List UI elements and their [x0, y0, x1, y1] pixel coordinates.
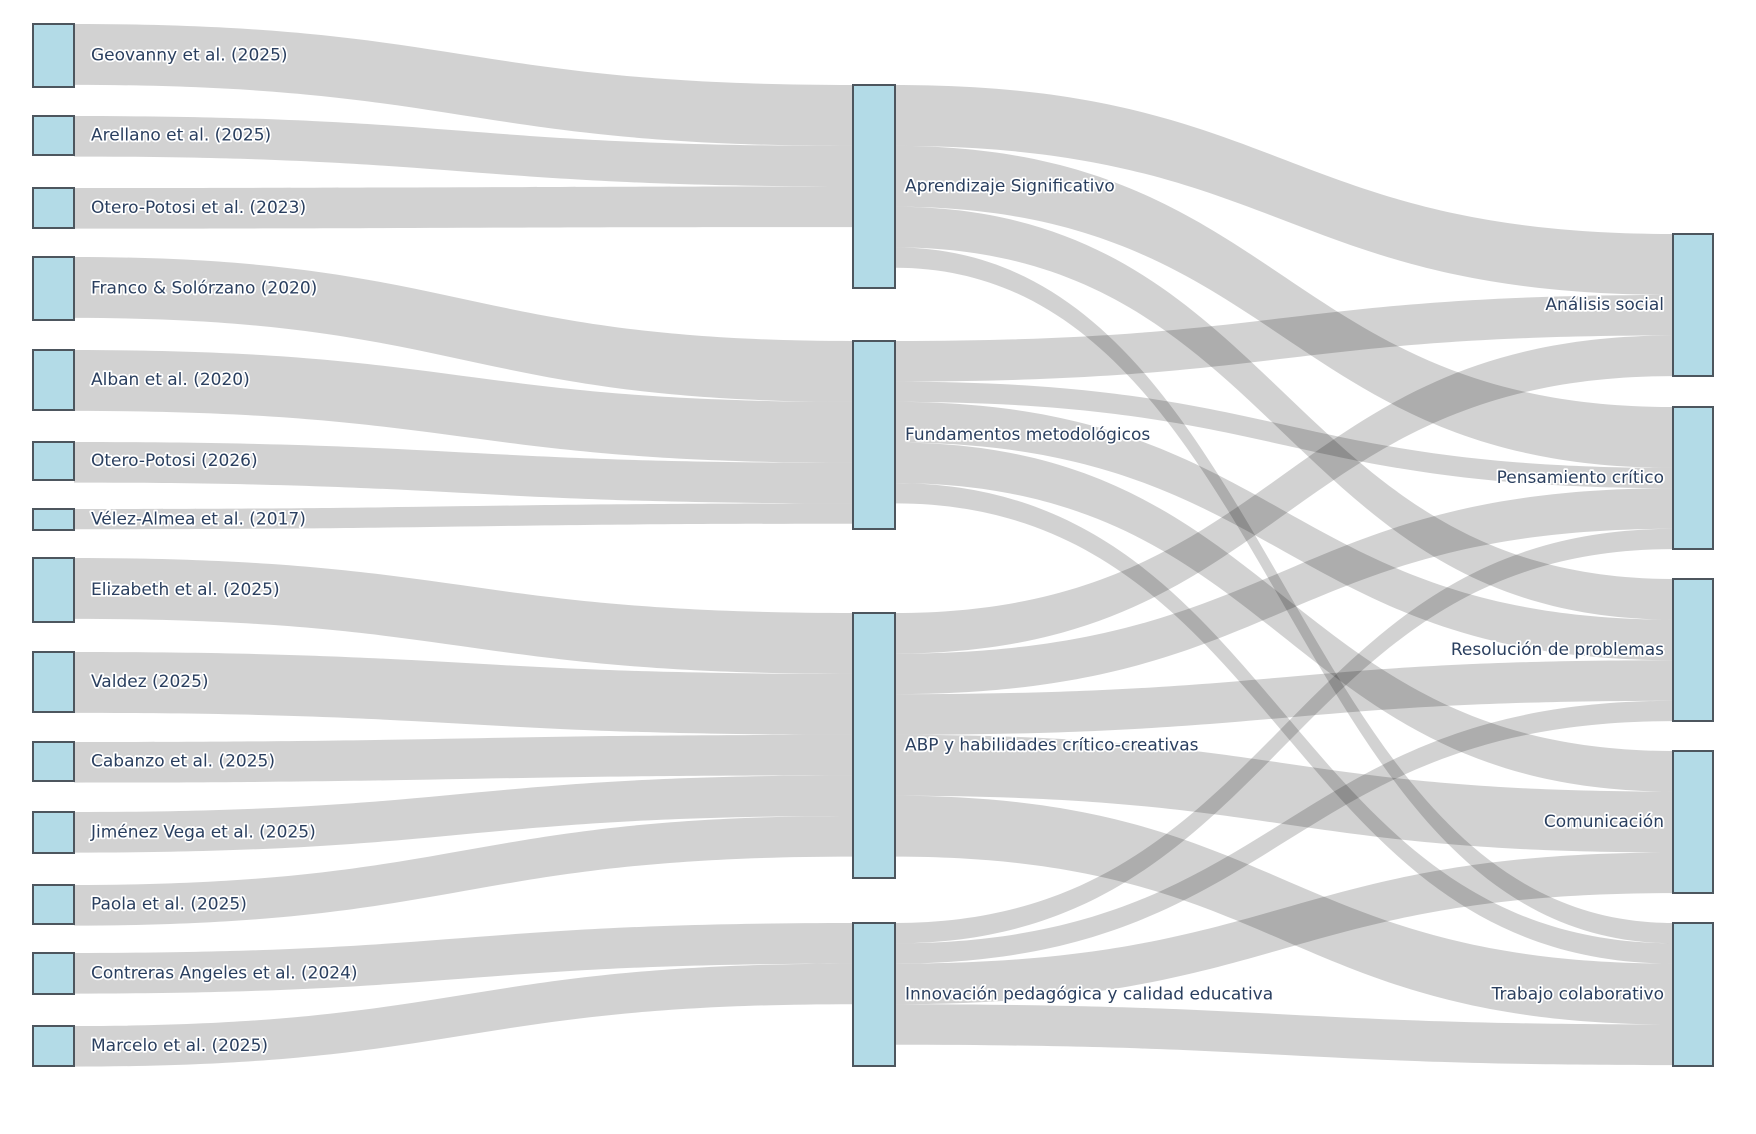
sankey-link-fundamentos-resolucion[interactable] [895, 401, 1673, 661]
sankey-node-label-velez: Vélez-Almea et al. (2017) [91, 510, 306, 530]
sankey-node-marcelo[interactable] [32, 1025, 75, 1067]
sankey-node-valdez[interactable] [32, 651, 75, 713]
sankey-node-label-trabajo: Trabajo colaborativo [1491, 985, 1664, 1005]
sankey-link-elizabeth-abp[interactable] [74, 558, 853, 674]
sankey-link-aprendizaje-trabajo[interactable] [895, 247, 1673, 944]
sankey-node-abp[interactable] [852, 612, 896, 879]
sankey-node-aprendizaje[interactable] [852, 84, 896, 289]
sankey-node-label-paola: Paola et al. (2025) [91, 895, 247, 915]
sankey-node-geovanny[interactable] [32, 23, 75, 88]
sankey-link-paola-abp[interactable] [74, 816, 853, 926]
sankey-node-label-marcelo: Marcelo et al. (2025) [91, 1036, 268, 1056]
sankey-node-comunicacion[interactable] [1672, 750, 1714, 894]
sankey-node-alban[interactable] [32, 349, 75, 411]
sankey-node-velez[interactable] [32, 508, 75, 531]
sankey-link-cabanzo-abp[interactable] [74, 734, 853, 783]
sankey-node-pensamiento[interactable] [1672, 406, 1714, 550]
sankey-node-label-elizabeth: Elizabeth et al. (2025) [91, 580, 280, 600]
sankey-link-abp-analisis[interactable] [895, 335, 1673, 654]
sankey-node-label-geovanny: Geovanny et al. (2025) [91, 46, 288, 66]
sankey-link-aprendizaje-resolucion[interactable] [895, 206, 1673, 620]
sankey-node-label-otero2023: Otero-Potosi et al. (2023) [91, 198, 306, 218]
sankey-link-innovacion-resolucion[interactable] [895, 700, 1673, 964]
sankey-node-label-fundamentos: Fundamentos metodológicos [905, 425, 1150, 445]
sankey-node-fundamentos[interactable] [852, 340, 896, 530]
sankey-node-elizabeth[interactable] [32, 557, 75, 623]
sankey-link-velez-fundamentos[interactable] [74, 503, 853, 530]
sankey-link-fundamentos-analisis[interactable] [895, 294, 1673, 382]
sankey-link-franco-fundamentos[interactable] [74, 257, 853, 402]
sankey-node-label-resolucion: Resolución de problemas [1451, 640, 1664, 660]
sankey-node-label-pensamiento: Pensamiento crítico [1497, 468, 1664, 488]
sankey-link-arellano-aprendizaje[interactable] [74, 116, 853, 187]
sankey-link-innovacion-comunicacion[interactable] [895, 852, 1673, 1005]
sankey-node-innovacion[interactable] [852, 922, 896, 1067]
sankey-node-label-franco: Franco & Solórzano (2020) [91, 279, 317, 299]
sankey-node-franco[interactable] [32, 256, 75, 321]
sankey-node-label-alban: Alban et al. (2020) [91, 370, 250, 390]
sankey-link-jimenez-abp[interactable] [74, 775, 853, 853]
sankey-link-fundamentos-comunicacion[interactable] [895, 442, 1673, 792]
sankey-node-contreras[interactable] [32, 952, 75, 995]
sankey-node-arellano[interactable] [32, 115, 75, 156]
sankey-link-marcelo-innovacion[interactable] [74, 963, 853, 1067]
sankey-node-label-otero2026: Otero-Potosi (2026) [91, 451, 258, 471]
sankey-node-analisis[interactable] [1672, 233, 1714, 377]
sankey-link-otero2023-aprendizaje[interactable] [74, 186, 853, 229]
sankey-node-resolucion[interactable] [1672, 578, 1714, 722]
sankey-link-innovacion-pensamiento[interactable] [895, 528, 1673, 944]
sankey-node-label-comunicacion: Comunicación [1544, 812, 1664, 832]
sankey-link-abp-pensamiento[interactable] [895, 488, 1673, 695]
sankey-link-fundamentos-trabajo[interactable] [895, 483, 1673, 964]
sankey-node-label-aprendizaje: Aprendizaje Significativo [905, 177, 1115, 197]
sankey-node-label-analisis: Análisis social [1545, 295, 1664, 315]
sankey-node-label-arellano: Arellano et al. (2025) [91, 126, 271, 146]
sankey-node-paola[interactable] [32, 884, 75, 925]
sankey-node-label-cabanzo: Cabanzo et al. (2025) [91, 752, 275, 772]
sankey-link-abp-comunicacion[interactable] [895, 734, 1673, 853]
sankey-link-innovacion-trabajo[interactable] [895, 1004, 1673, 1066]
sankey-link-valdez-abp[interactable] [74, 652, 853, 735]
sankey-node-label-jimenez: Jiménez Vega et al. (2025) [90, 823, 316, 843]
sankey-link-fundamentos-pensamiento[interactable] [895, 381, 1673, 489]
sankey-node-label-innovacion: Innovación pedagógica y calidad educativ… [905, 985, 1273, 1005]
sankey-node-otero2023[interactable] [32, 187, 75, 229]
sankey-link-geovanny-aprendizaje[interactable] [74, 24, 853, 146]
sankey-link-abp-trabajo[interactable] [895, 795, 1673, 1025]
sankey-link-aprendizaje-pensamiento[interactable] [895, 145, 1673, 468]
sankey-node-jimenez[interactable] [32, 811, 75, 854]
sankey-node-label-abp: ABP y habilidades crítico-creativas [905, 736, 1199, 756]
sankey-node-cabanzo[interactable] [32, 741, 75, 782]
sankey-link-alban-fundamentos[interactable] [74, 350, 853, 463]
sankey-link-abp-resolucion[interactable] [895, 660, 1673, 735]
sankey-node-label-valdez: Valdez (2025) [91, 672, 209, 692]
sankey-link-aprendizaje-analisis[interactable] [895, 85, 1673, 295]
sankey-link-contreras-innovacion[interactable] [74, 923, 853, 994]
sankey-node-otero2026[interactable] [32, 441, 75, 481]
sankey-link-otero2026-fundamentos[interactable] [74, 442, 853, 504]
sankey-node-label-contreras: Contreras Angeles et al. (2024) [91, 964, 358, 984]
sankey-node-trabajo[interactable] [1672, 922, 1714, 1067]
